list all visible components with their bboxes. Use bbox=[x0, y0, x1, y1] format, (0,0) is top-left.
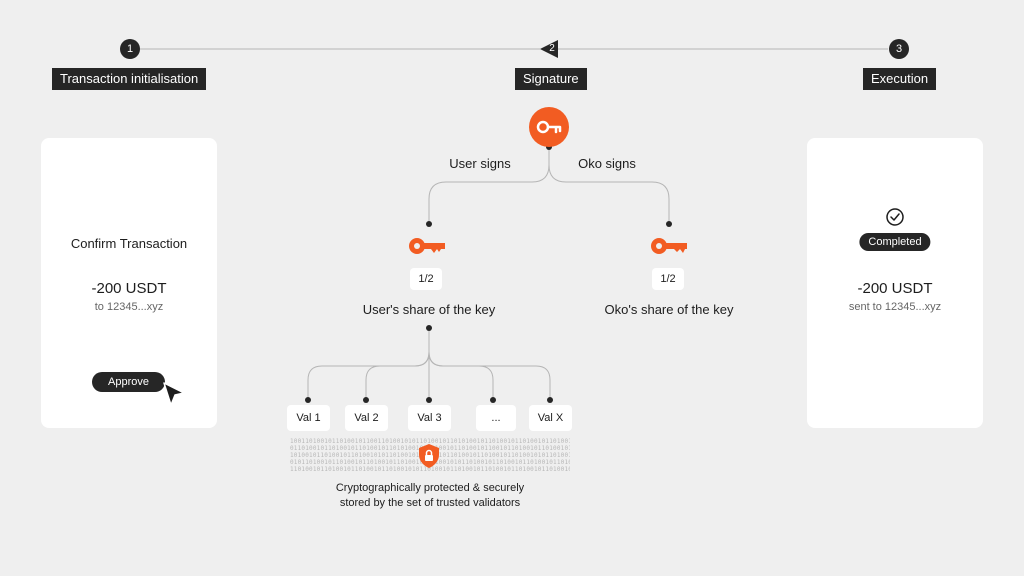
approve-button[interactable]: Approve bbox=[92, 372, 165, 392]
step-2-label: Signature bbox=[515, 68, 587, 90]
step-2-marker bbox=[540, 40, 558, 58]
user-key-share-icon bbox=[409, 238, 445, 254]
binary-row: 1101001011010010110100101101001010110100… bbox=[290, 466, 570, 473]
user-signs-label: User signs bbox=[449, 156, 511, 171]
oko-share-label: Oko's share of the key bbox=[604, 302, 734, 317]
user-share-fraction: 1/2 bbox=[410, 268, 442, 290]
step-2-number: 2 bbox=[549, 43, 555, 54]
confirm-transaction-title: Confirm Transaction bbox=[70, 236, 188, 251]
step-3-number: 3 bbox=[895, 43, 903, 55]
check-circle-icon bbox=[886, 208, 904, 226]
validator-1: Val 1 bbox=[287, 405, 330, 431]
validator-3: Val 3 bbox=[408, 405, 451, 431]
validator-2: Val 2 bbox=[345, 405, 388, 431]
shield-lock-icon bbox=[419, 444, 439, 468]
validator-ellipsis: ... bbox=[476, 405, 516, 431]
step-3-label: Execution bbox=[863, 68, 937, 90]
step-1-number: 1 bbox=[126, 43, 134, 55]
completed-card bbox=[807, 138, 983, 428]
step-3-marker: 3 bbox=[889, 39, 909, 59]
left-recipient: to 12345...xyz bbox=[94, 301, 164, 313]
status-badge: Completed bbox=[859, 233, 931, 251]
footer-line-1: Cryptographically protected & securely bbox=[335, 482, 525, 494]
cursor-arrow-icon bbox=[163, 382, 185, 406]
binary-row: 1001101001011010010110011010010101101001… bbox=[290, 438, 570, 445]
oko-signs-label: Oko signs bbox=[578, 156, 636, 171]
step-1-label: Transaction initialisation bbox=[52, 68, 207, 90]
user-share-label: User's share of the key bbox=[362, 302, 496, 317]
oko-key-share-icon bbox=[651, 238, 687, 254]
footer-line-2: stored by the set of trusted validators bbox=[339, 497, 521, 509]
right-recipient: sent to 12345...xyz bbox=[848, 301, 942, 313]
step-1-marker: 1 bbox=[120, 39, 140, 59]
right-amount: -200 USDT bbox=[857, 280, 933, 297]
validator-x: Val X bbox=[529, 405, 572, 431]
oko-share-fraction: 1/2 bbox=[652, 268, 684, 290]
left-amount: -200 USDT bbox=[91, 280, 167, 297]
key-icon bbox=[529, 107, 569, 147]
completed-badge-wrap: Completed bbox=[859, 233, 931, 251]
